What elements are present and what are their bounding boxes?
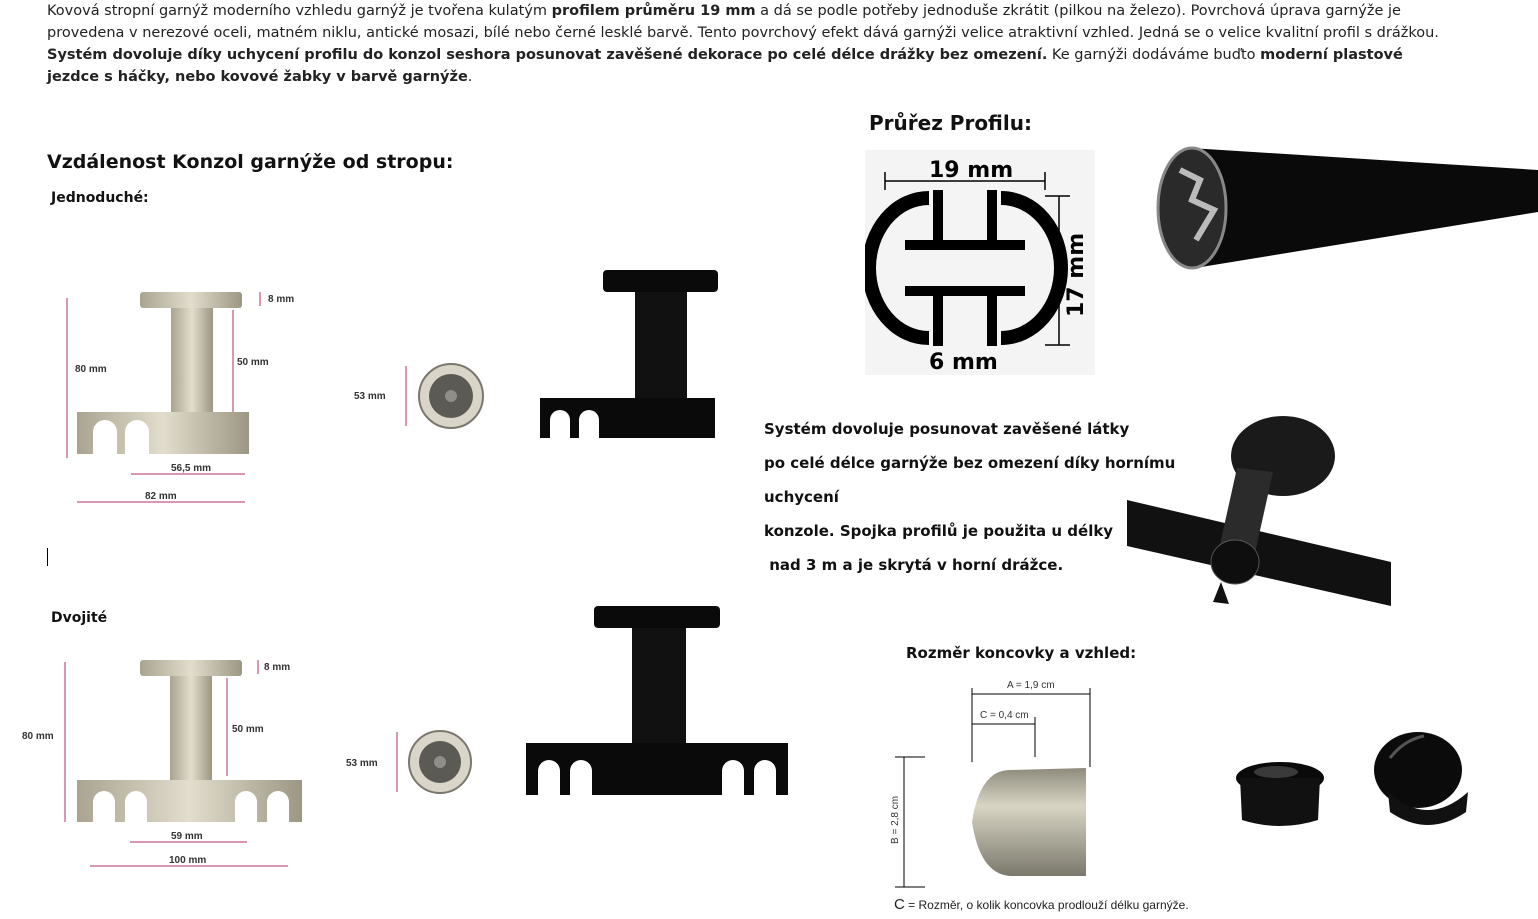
bracket-on-rod-image [1127, 416, 1391, 606]
double-dim-8: 8 mm [264, 662, 290, 673]
endcap-diagram: A = 1,9 cm C = 0,4 cm B = 2,8 cm [890, 680, 1091, 888]
single-top-view-diagram: 53 mm [354, 363, 484, 429]
ceiling-plate [140, 292, 242, 308]
endcap-caption: C = Rozměr, o kolik koncovka prodlouží d… [894, 896, 1189, 913]
intro-text-3: Ke garnýži dodáváme buďto [1047, 47, 1261, 63]
black-endcaps-image [1236, 732, 1468, 826]
double-label: Dvojité [51, 610, 108, 626]
single-dim-565: 56,5 mm [171, 463, 211, 474]
system-line-2: po celé délce garnýže bez omezení díky h… [764, 454, 1176, 506]
intro-bold-3: moderní plastové jezdce s háčky, nebo ko… [47, 47, 1403, 85]
single-bracket-black-image [540, 270, 718, 438]
intro-bold-2: Systém dovoluje díky uchycení profilu do… [47, 47, 1048, 63]
endcap-dim-b: B = 2,8 cm [890, 796, 901, 844]
text-caret [47, 548, 48, 566]
profile-dim-6: 6 mm [929, 350, 998, 375]
double-dim-50: 50 mm [232, 724, 264, 735]
caption-c: C [894, 896, 905, 913]
double-dim-59: 59 mm [171, 831, 203, 842]
profile-cross-section-diagram: 19 mm 6 mm 17 mm [865, 150, 1095, 375]
profile-heading: Průřez Profilu: [869, 111, 1032, 135]
system-line-4: nad 3 m a je skrytá v horní drážce. [764, 556, 1064, 574]
system-paragraph: Systém dovoluje posunovat zavěšené látky… [764, 412, 1214, 582]
single-dim-82: 82 mm [145, 491, 177, 502]
caption-text: = Rozměr, o kolik koncovka prodlouží dél… [904, 898, 1189, 912]
system-line-3: konzole. Spojka profilů je použita u dél… [764, 522, 1114, 540]
holder [77, 412, 249, 454]
endcap-dim-c: C = 0,4 cm [980, 710, 1029, 721]
intro-text-1: Kovová stropní garnýž moderního vzhledu … [47, 3, 552, 19]
double-top-view-diagram: 53 mm [346, 730, 472, 794]
double-dim-80: 80 mm [22, 731, 54, 742]
single-label: Jednoduché: [51, 190, 149, 206]
intro-text-4: . [467, 69, 473, 85]
system-line-1: Systém dovoluje posunovat zavěšené látky [764, 420, 1130, 438]
intro-text-2: a dá se podle potřeby jednoduše zkrátit … [47, 3, 1439, 41]
single-bracket-nickel-diagram: 80 mm 8 mm 50 mm 56,5 mm 82 mm [66, 292, 294, 503]
profile-dim-17: 17 mm [1064, 233, 1089, 317]
distance-heading: Vzdálenost Konzol garnýže od stropu: [47, 151, 454, 173]
single-dim-8: 8 mm [268, 294, 294, 305]
single-dim-50: 50 mm [237, 357, 269, 368]
double-bracket-nickel-diagram: 80 mm 8 mm 50 mm 59 mm 100 mm [22, 660, 302, 867]
profile-rod-image [1156, 146, 1538, 270]
stem [171, 308, 213, 416]
endcap-nickel [972, 768, 1086, 876]
single-dim-80: 80 mm [75, 364, 107, 375]
profile-dim-19: 19 mm [929, 158, 1013, 183]
double-dim-100: 100 mm [169, 855, 206, 866]
endcap-heading: Rozměr koncovky a vzhled: [906, 644, 1137, 662]
double-dim-53: 53 mm [346, 758, 378, 769]
single-dim-53: 53 mm [354, 391, 386, 402]
intro-paragraph: Kovová stropní garnýž moderního vzhledu … [47, 0, 1447, 88]
double-bracket-black-image [526, 606, 788, 795]
intro-bold-1: profilem průměru 19 mm [551, 3, 756, 19]
endcap-dim-a: A = 1,9 cm [1007, 680, 1055, 691]
